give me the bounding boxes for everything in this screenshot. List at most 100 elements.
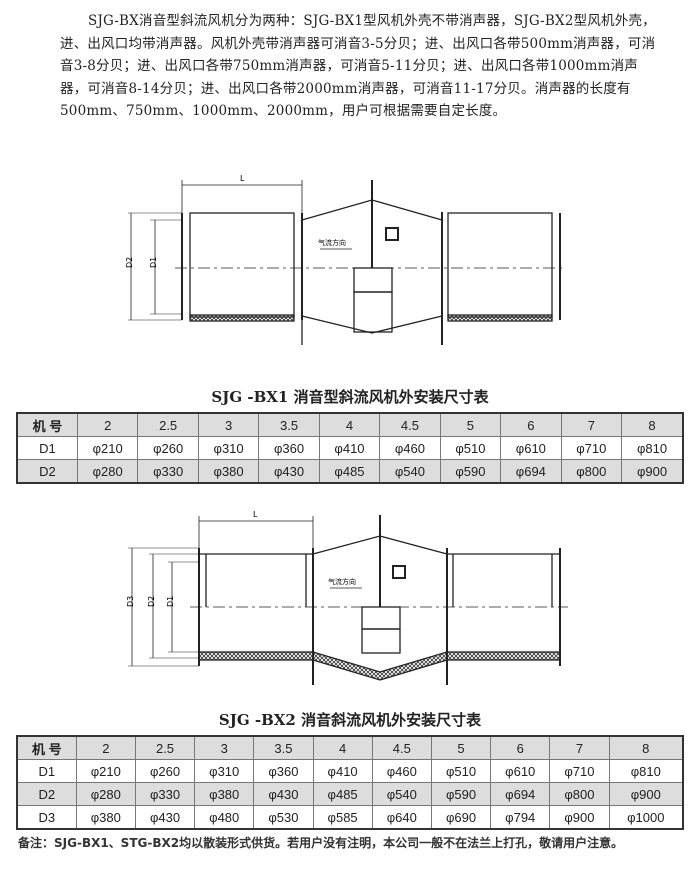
- dim-d3-label: D3: [126, 596, 135, 607]
- dim-d2-label: D2: [147, 596, 156, 607]
- table-cell: φ510: [439, 436, 502, 460]
- dim-d1-label: D1: [166, 596, 175, 607]
- table-cell: φ460: [371, 759, 432, 783]
- row-label: D3: [16, 805, 77, 830]
- table-cell: φ360: [258, 436, 320, 460]
- table-cell: φ280: [75, 782, 136, 806]
- table-cell: φ610: [490, 759, 551, 783]
- diagram-bx2: L D3 D2 D1 气流方向: [126, 510, 568, 685]
- table-cell: φ380: [197, 459, 260, 484]
- table-cell: φ330: [134, 782, 196, 806]
- diagram-bx1: L D2 D1 气流方向: [125, 174, 565, 345]
- header-cell: 8: [621, 412, 684, 437]
- airflow-label: 气流方向: [328, 577, 356, 586]
- header-cell: 2.5: [137, 412, 199, 437]
- table-cell: φ900: [608, 782, 684, 806]
- table-cell: φ260: [137, 436, 199, 460]
- header-cell: 3: [194, 735, 255, 760]
- header-cell: 3: [197, 412, 260, 437]
- header-cell: 机 号: [16, 412, 78, 437]
- header-cell: 2: [76, 412, 139, 437]
- table-cell: φ690: [430, 805, 492, 830]
- table-cell: φ610: [500, 436, 562, 460]
- table-cell: φ430: [253, 782, 314, 806]
- table-cell: φ510: [430, 759, 492, 783]
- table-cell: φ380: [194, 782, 255, 806]
- table-cell: φ260: [134, 759, 196, 783]
- row-label: D2: [16, 782, 77, 806]
- header-cell: 2.5: [134, 735, 196, 760]
- airflow-label: 气流方向: [318, 238, 346, 247]
- table-cell: φ310: [197, 436, 260, 460]
- table-cell: φ530: [253, 805, 314, 830]
- table-cell: φ380: [75, 805, 136, 830]
- table-cell: φ900: [621, 459, 684, 484]
- table-cell: φ810: [621, 436, 684, 460]
- header-cell: 机 号: [16, 735, 77, 760]
- table-cell: φ280: [76, 459, 139, 484]
- table-cell: φ410: [312, 759, 373, 783]
- table-cell: φ590: [439, 459, 502, 484]
- table-cell: φ694: [490, 782, 551, 806]
- footnote: 备注：SJG-BX1、STG-BX2均以散装形式供货。若用户没有注明，本公司一般…: [18, 836, 624, 850]
- table-cell: φ710: [560, 436, 623, 460]
- table-cell: φ794: [490, 805, 551, 830]
- header-cell: 5: [439, 412, 502, 437]
- table-cell: φ485: [318, 459, 381, 484]
- header-cell: 4.5: [379, 412, 441, 437]
- table-cell: φ210: [76, 436, 139, 460]
- table-cell: φ800: [560, 459, 623, 484]
- table-cell: φ210: [75, 759, 136, 783]
- header-cell: 4: [318, 412, 381, 437]
- header-cell: 6: [500, 412, 562, 437]
- table-cell: φ540: [371, 782, 432, 806]
- table-cell: φ540: [379, 459, 441, 484]
- row-label: D1: [16, 759, 77, 783]
- table-cell: φ694: [500, 459, 562, 484]
- header-cell: 7: [560, 412, 623, 437]
- table-cell: φ590: [430, 782, 492, 806]
- table-cell: φ1000: [608, 805, 684, 830]
- table2-title: SJG -BX2 消音斜流风机外安装尺寸表: [218, 711, 482, 729]
- dim-l-label: L: [253, 510, 258, 519]
- header-cell: 8: [608, 735, 684, 760]
- table-cell: φ640: [371, 805, 432, 830]
- table-cell: φ900: [549, 805, 610, 830]
- header-cell: 5: [430, 735, 492, 760]
- header-cell: 2: [75, 735, 136, 760]
- row-label: D1: [16, 436, 78, 460]
- header-cell: 3.5: [258, 412, 320, 437]
- table-cell: φ430: [258, 459, 320, 484]
- dim-d1-label: D1: [149, 257, 158, 268]
- table-cell: φ430: [134, 805, 196, 830]
- table1-title: SJG -BX1 消音型斜流风机外安装尺寸表: [211, 388, 489, 406]
- intro-paragraph: SJG-BX消音型斜流风机分为两种：SJG-BX1型风机外壳不带消声器，SJG-…: [60, 13, 656, 119]
- dim-l-label: L: [240, 174, 245, 183]
- table-cell: φ585: [312, 805, 373, 830]
- table-cell: φ460: [379, 436, 441, 460]
- table-cell: φ410: [318, 436, 381, 460]
- header-cell: 7: [549, 735, 610, 760]
- header-cell: 6: [490, 735, 551, 760]
- table-cell: φ480: [194, 805, 255, 830]
- table-cell: φ360: [253, 759, 314, 783]
- table-cell: φ485: [312, 782, 373, 806]
- row-label: D2: [16, 459, 78, 484]
- header-cell: 3.5: [253, 735, 314, 760]
- table-cell: φ330: [137, 459, 199, 484]
- dim-d2-label: D2: [125, 257, 134, 268]
- table-cell: φ710: [549, 759, 610, 783]
- table-cell: φ810: [608, 759, 684, 783]
- header-cell: 4: [312, 735, 373, 760]
- table-cell: φ800: [549, 782, 610, 806]
